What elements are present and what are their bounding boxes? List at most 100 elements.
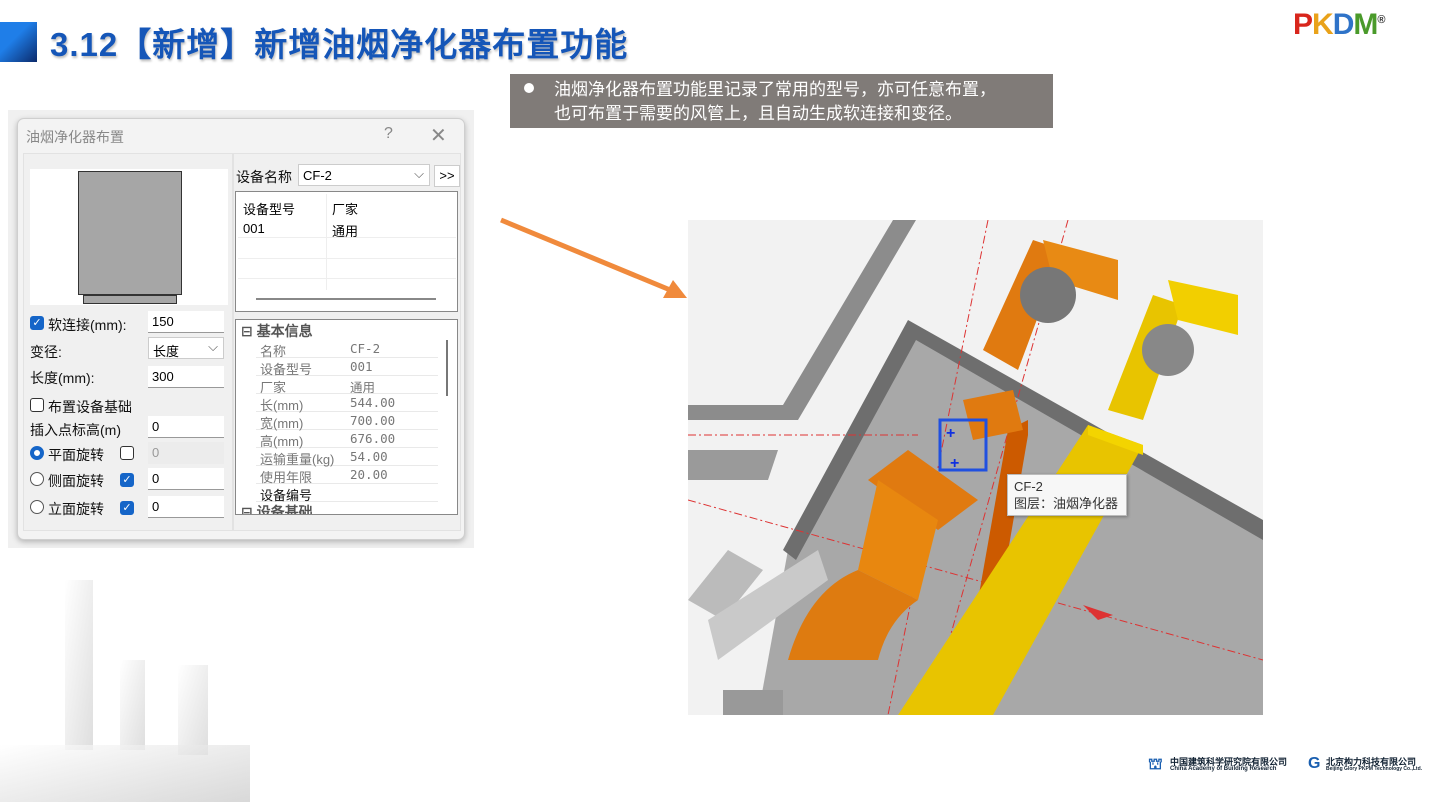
- selected-purifier-cf2: [938, 418, 988, 472]
- elevation-rotation-checkbox[interactable]: ✓: [120, 501, 134, 515]
- prop-value: 544.00: [350, 395, 396, 410]
- soft-connection-input[interactable]: 150: [148, 311, 224, 333]
- prop-value: CF-2: [350, 341, 381, 356]
- elevation-rotation-input[interactable]: 0: [148, 496, 224, 518]
- tooltip-name: CF-2: [1014, 479, 1043, 494]
- pkpm-logo: PKDM®: [1293, 8, 1385, 41]
- help-button[interactable]: ?: [384, 125, 393, 142]
- shaft-box: [708, 550, 828, 660]
- plan-rotation-checkbox[interactable]: [120, 446, 134, 460]
- chevron-down-icon: ⌵: [414, 166, 424, 181]
- collapse-icon[interactable]: ⊟: [241, 323, 253, 339]
- device-name-value: CF-2: [303, 168, 332, 183]
- side-rotation-radio[interactable]: [30, 472, 44, 486]
- prop-row[interactable]: 设备编号: [256, 484, 438, 503]
- left-panel: ✓ 软连接(mm): 150 变径: 长度 ⌵ 长度(mm): 300 布置设备基…: [23, 153, 233, 531]
- column-header-vendor: 厂家: [332, 202, 359, 217]
- length-label: 长度(mm):: [30, 370, 95, 386]
- base-checkbox[interactable]: [30, 398, 44, 412]
- city-skyline-decoration: [0, 580, 250, 802]
- prop-key: 运输重量(kg): [260, 452, 335, 467]
- elevation-rotation-label: 立面旋转: [48, 501, 104, 517]
- base-label: 布置设备基础: [48, 399, 132, 415]
- prop-key: 名称: [260, 344, 287, 359]
- side-rotation-input[interactable]: 0: [148, 468, 224, 490]
- cell-model: 001: [243, 221, 265, 236]
- corridor-wall: [688, 220, 916, 420]
- orange-duct: [858, 480, 938, 600]
- object-tooltip: CF-2 图层：油烟净化器: [1007, 474, 1127, 516]
- side-rotation-label: 侧面旋转: [48, 473, 104, 489]
- reducer-select[interactable]: 长度 ⌵: [148, 337, 224, 359]
- model-table: 设备型号 厂家 001 通用: [235, 191, 458, 312]
- prop-key: 长(mm): [260, 398, 304, 413]
- cooker-hood-purifier-dialog: 油烟净化器布置 ? ✕ ✓ 软连接(mm): 150 变径: 长度 ⌵ 长度(mm…: [17, 118, 465, 540]
- reducer-value: 长度: [153, 344, 180, 359]
- device-name-select[interactable]: CF-2 ⌵: [298, 164, 430, 186]
- collapse-icon[interactable]: ⊟: [241, 504, 253, 515]
- purifier-fan-orange: [1020, 267, 1076, 323]
- cell-vendor: 通用: [332, 224, 359, 239]
- soft-connection-label: 软连接(mm):: [48, 317, 127, 333]
- close-button[interactable]: ✕: [430, 125, 447, 147]
- prop-row[interactable]: 运输重量(kg) 54.00: [256, 448, 438, 467]
- prop-key: 设备型号: [260, 362, 313, 377]
- side-rotation-checkbox[interactable]: ✓: [120, 473, 134, 487]
- prop-row[interactable]: 厂家 通用: [256, 376, 438, 395]
- vertical-scrollbar[interactable]: [446, 340, 448, 396]
- device-name-label: 设备名称: [236, 169, 292, 185]
- insert-elevation-label: 插入点标高(m): [30, 422, 121, 438]
- group-equipment-base: 设备基础: [256, 504, 313, 515]
- prop-row[interactable]: 高(mm) 676.00: [256, 430, 438, 449]
- prop-key: 高(mm): [260, 434, 304, 449]
- note-line: 也可布置于需要的风管上，且自动生成软连接和变径。: [554, 104, 962, 123]
- cabr-logo-icon: ⛫: [1148, 756, 1163, 773]
- prop-value: 700.00: [350, 413, 396, 428]
- prop-row[interactable]: 名称 CF-2: [256, 340, 438, 359]
- prop-key: 设备编号: [260, 488, 313, 503]
- more-button[interactable]: >>: [434, 165, 460, 187]
- orange-duct-elbow: [788, 570, 918, 660]
- plan-rotation-radio[interactable]: [30, 446, 44, 460]
- orange-duct: [868, 450, 978, 530]
- device-preview-body: [78, 171, 182, 295]
- prop-row[interactable]: 长(mm) 544.00: [256, 394, 438, 413]
- length-input[interactable]: 300: [148, 366, 224, 388]
- prop-value: 001: [350, 359, 373, 374]
- table-row[interactable]: 001 通用: [238, 218, 456, 239]
- group-basic-info: 基本信息: [256, 323, 313, 339]
- reducer-label: 变径:: [30, 344, 62, 360]
- prop-value: 20.00: [350, 467, 388, 482]
- arrow-icon: [500, 217, 687, 298]
- description-note: 油烟净化器布置功能里记录了常用的型号，亦可任意布置，也可布置于需要的风管上，且自…: [510, 74, 1053, 128]
- elevation-rotation-radio[interactable]: [30, 500, 44, 514]
- tooltip-layer: 图层：油烟净化器: [1014, 496, 1119, 511]
- column-header-model: 设备型号: [243, 202, 296, 217]
- property-grid: ⊟ 基本信息 名称 CF-2 设备型号 001 厂家 通用 长(mm) 544.00 宽…: [235, 319, 458, 515]
- prop-value: 54.00: [350, 449, 388, 464]
- purifier-fan-yellow: [1142, 324, 1194, 376]
- prop-value: 通用: [350, 380, 376, 395]
- prop-value: 676.00: [350, 431, 396, 446]
- glory-logo-icon: G: [1308, 755, 1321, 772]
- chevron-down-icon: ⌵: [208, 339, 218, 354]
- soft-connection-checkbox[interactable]: ✓: [30, 316, 44, 330]
- dialog-title: 油烟净化器布置: [26, 129, 124, 145]
- horizontal-scrollbar[interactable]: [256, 298, 436, 300]
- preview-canvas: [30, 169, 228, 305]
- svg-text:+: +: [946, 425, 955, 442]
- plan-rotation-label: 平面旋转: [48, 447, 104, 463]
- 3d-model-viewport[interactable]: + +: [688, 220, 1263, 715]
- plan-rotation-input[interactable]: 0: [148, 442, 224, 464]
- prop-row[interactable]: 宽(mm)700.00: [256, 412, 438, 431]
- svg-text:+: +: [950, 455, 959, 472]
- bullet-icon: [524, 83, 534, 93]
- prop-row[interactable]: 设备型号 001: [256, 358, 438, 377]
- insert-elevation-input[interactable]: 0: [148, 416, 224, 438]
- page-title: 3.12【新增】新增油烟净化器布置功能: [50, 26, 629, 63]
- prop-key: 厂家: [260, 380, 287, 395]
- right-panel: 设备名称 CF-2 ⌵ >> 设备型号 厂家 001 通用 ⊟ 基本信息 名称 CF…: [233, 153, 461, 531]
